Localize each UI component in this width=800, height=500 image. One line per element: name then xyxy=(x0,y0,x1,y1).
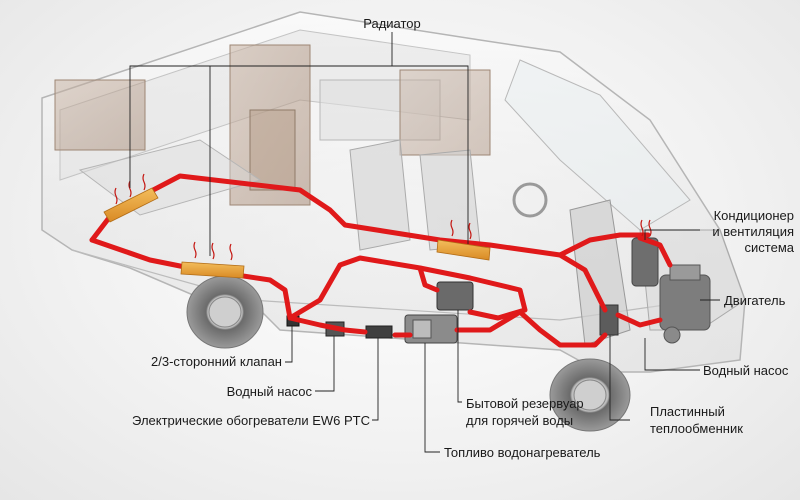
ew6-ptc-heater xyxy=(365,325,393,339)
leader-heaters xyxy=(372,338,379,421)
engine-block xyxy=(659,264,711,344)
label-water-pump-left: Водный насос xyxy=(226,384,312,399)
leader-lines xyxy=(129,32,720,453)
leader-fuel xyxy=(424,343,440,453)
wardrobe-door xyxy=(249,109,296,191)
radiator-middle xyxy=(180,241,245,279)
label-heaters: Электрические обогреватели EW6 PTC xyxy=(132,413,370,428)
leader-radiator xyxy=(129,32,469,256)
overhead-locker xyxy=(399,69,491,156)
label-ac-line1: Кондиционер xyxy=(713,208,794,223)
cabinet-rear xyxy=(54,79,146,151)
label-valve: 2/3-сторонний клапан xyxy=(151,354,282,369)
plate-heat-exchanger xyxy=(599,304,619,336)
leader-ac xyxy=(644,229,700,240)
leader-tank xyxy=(457,310,462,403)
radiator-front xyxy=(436,219,491,261)
leader-pump-right xyxy=(644,338,700,371)
label-tank-line2: для горячей воды xyxy=(466,413,574,428)
label-ac-line3: система xyxy=(744,240,794,255)
label-engine: Двигатель xyxy=(724,293,786,308)
heating-pipes xyxy=(89,173,673,348)
label-tank-line1: Бытовой резервуар xyxy=(466,396,584,411)
radiator-rear xyxy=(103,173,159,223)
steering-wheel xyxy=(512,182,548,218)
bench xyxy=(78,139,262,216)
leader-plate xyxy=(609,335,630,421)
radiator-cab xyxy=(640,219,652,237)
label-water-pump-right: Водный насос xyxy=(703,363,789,378)
seat-left xyxy=(349,139,411,251)
label-ac-line2: и вентиляция xyxy=(712,224,794,239)
label-plate-line1: Пластинный xyxy=(650,404,725,419)
van-floor-line xyxy=(71,249,701,321)
label-plate-line2: теплообменник xyxy=(650,421,743,436)
leader-pump-left xyxy=(315,336,335,392)
label-radiator: Радиатор xyxy=(363,16,421,31)
wheel-rear xyxy=(186,275,264,349)
leader-valve xyxy=(285,326,293,363)
hot-water-tank xyxy=(436,281,474,311)
label-fuel-heater: Топливо водонагреватель xyxy=(444,445,601,460)
fuel-heater-port xyxy=(412,319,432,339)
